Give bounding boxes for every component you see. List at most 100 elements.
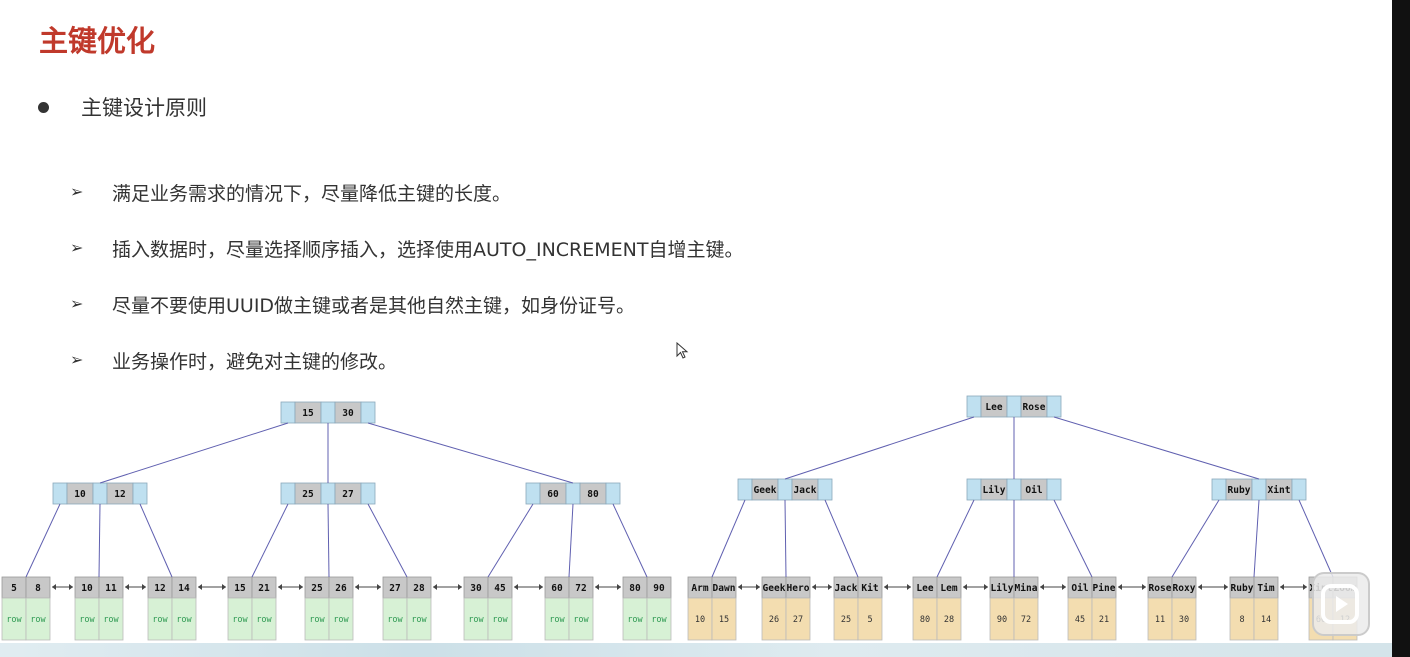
arrow-icon: ➢: [70, 296, 84, 313]
left-tree-leaf-node-key: 11: [105, 583, 117, 594]
right-tree-sibling-arrow: [1303, 584, 1307, 590]
left-tree-leaf-node-key: 60: [551, 583, 563, 594]
left-tree-leaf-node-row-cell: [328, 597, 354, 641]
left-tree-leaf-node-row-value: row: [152, 615, 168, 625]
bottom-decoration: [0, 643, 1392, 657]
right-tree-root-node-pointer: [1046, 395, 1062, 418]
right-tree-sibling-arrow: [812, 584, 816, 590]
left-tree-leaf-node-row-value: row: [176, 615, 192, 625]
right-tree-leaf-node-row-value: 80: [920, 615, 930, 625]
right-tree-internal-node-pointer: [1291, 478, 1307, 501]
left-tree-leaf-node-row-cell: [1, 597, 27, 641]
list-item: ➢ 尽量不要使用UUID做主键或者是其他自然主键，如身份证号。: [70, 276, 743, 332]
right-tree-internal-node-key: Geek: [754, 485, 777, 496]
right-tree-internal-node-key: Xint: [1268, 485, 1291, 496]
right-tree-leaf-node-key: Ruby: [1231, 583, 1254, 594]
left-tree-sibling-arrow: [433, 584, 437, 590]
list-item-text: 插入数据时，尽量选择顺序插入，选择使用AUTO_INCREMENT自增主键。: [112, 238, 744, 261]
right-tree-leaf-node-row-value: 10: [695, 615, 705, 625]
right-tree-leaf-node-row-value: 14: [1261, 615, 1271, 625]
right-tree-leaf-node-key: Lily: [991, 583, 1014, 594]
right-tree-leaf-node-row-cell: [1147, 597, 1173, 641]
right-tree-leaf-node-row-value: 26: [769, 615, 779, 625]
left-tree-sibling-arrow: [278, 584, 282, 590]
left-tree-root-node-key: 15: [302, 408, 314, 419]
right-tree-leaf-node-key: Geek: [763, 583, 786, 594]
left-tree-leaf-node-row-value: row: [492, 615, 508, 625]
left-tree-internal-node-pointer: [92, 482, 108, 505]
right-tree-leaf-node-row-cell: [989, 597, 1015, 641]
right-tree-internal-node-key: Oil: [1025, 485, 1042, 496]
right-tree-leaf-node-key: Hero: [787, 583, 810, 594]
left-tree-leaf-node-row-cell: [25, 597, 51, 641]
right-tree-edge: [711, 499, 746, 578]
right-tree-edge: [1253, 499, 1260, 578]
right-tree-internal-node-pointer: [1006, 478, 1022, 501]
right-tree-sibling-arrow: [828, 584, 832, 590]
right-tree-internal-node-pointer: [1251, 478, 1267, 501]
left-tree-leaf-node-row-value: row: [411, 615, 427, 625]
right-tree-root-node-pointer: [1006, 395, 1022, 418]
right-tree-leaf-node-row-value: 30: [1179, 615, 1189, 625]
left-tree-sibling-arrow: [514, 584, 518, 590]
left-tree-leaf-node-key: 15: [234, 583, 246, 594]
left-tree-leaf-node-row-cell: [406, 597, 432, 641]
left-tree-sibling-arrow: [617, 584, 621, 590]
arrow-icon: ➢: [70, 240, 84, 257]
left-tree-leaf-node-key: 72: [575, 583, 586, 594]
right-tree-internal-node-pointer: [966, 478, 982, 501]
left-tree-leaf-node-row-cell: [171, 597, 197, 641]
play-button[interactable]: [1312, 572, 1370, 636]
right-tree-leaf-node-key: Mina: [1015, 583, 1038, 594]
left-tree-leaf-node-key: 30: [470, 583, 482, 594]
left-tree-leaf-node-row-value: row: [651, 615, 667, 625]
right-tree-leaf-node-key: Roxy: [1173, 583, 1196, 594]
right-tree-internal-node-pointer: [1211, 478, 1227, 501]
right-tree-sibling-arrow: [738, 584, 742, 590]
right-tree-edge: [1171, 499, 1220, 578]
right-tree-edge: [936, 499, 975, 578]
left-tree-leaf-node-key: 28: [413, 583, 425, 594]
left-tree-edge: [568, 503, 574, 578]
list-item: ➢ 插入数据时，尽量选择顺序插入，选择使用AUTO_INCREMENT自增主键。: [70, 220, 743, 276]
right-tree-sibling-arrow: [963, 584, 967, 590]
left-tree-leaf-node-key: 80: [629, 583, 641, 594]
left-tree-leaf-node-row-value: row: [30, 615, 46, 625]
right-tree-leaf-node-row-cell: [936, 597, 962, 641]
right-tree-leaf-node-row-cell: [1013, 597, 1039, 641]
right-tree-leaf-node-key: Arm: [691, 583, 708, 594]
left-tree-leaf-node-row-cell: [487, 597, 513, 641]
left-tree-edge: [98, 503, 101, 578]
left-tree-internal-node-key: 27: [342, 489, 353, 500]
left-tree-leaf-node-row-value: row: [256, 615, 272, 625]
left-tree-internal-node-pointer: [605, 482, 621, 505]
right-tree-sibling-arrow: [1142, 584, 1146, 590]
right-tree-leaf-node-row-cell: [912, 597, 938, 641]
right-tree-sibling-arrow: [907, 584, 911, 590]
left-tree-leaf-node-key: 45: [494, 583, 506, 594]
left-tree-leaf-node-key: 8: [35, 583, 41, 594]
right-tree-leaf-node-row-value: 15: [719, 615, 729, 625]
right-tree-leaf-node-row-cell: [1171, 597, 1197, 641]
left-tree-sibling-arrow: [198, 584, 202, 590]
right-tree-leaf-node-key: Tim: [1257, 583, 1274, 594]
bullet-text: 主键设计原则: [81, 96, 207, 120]
right-tree-edge: [1298, 499, 1334, 578]
left-tree-leaf-node-key: 27: [389, 583, 400, 594]
left-tree-leaf-node-row-cell: [74, 597, 100, 641]
left-tree-leaf-node-key: 25: [311, 583, 323, 594]
right-tree-sibling-arrow: [1198, 584, 1202, 590]
left-tree-root-node-pointer: [280, 401, 296, 424]
list-item-text: 业务操作时，避免对主键的修改。: [112, 350, 398, 373]
right-tree-leaf-node-row-cell: [1091, 597, 1117, 641]
left-tree-leaf-node-row-value: row: [79, 615, 95, 625]
right-tree-internal-node-pointer: [777, 478, 793, 501]
left-tree-leaf-node-row-cell: [147, 597, 173, 641]
left-tree-leaf-node-row-value: row: [309, 615, 325, 625]
right-tree-internal-node-pointer: [1046, 478, 1062, 501]
principle-list: ➢ 满足业务需求的情况下，尽量降低主键的长度。 ➢ 插入数据时，尽量选择顺序插入…: [70, 164, 743, 388]
left-tree-sibling-arrow: [377, 584, 381, 590]
left-tree-sibling-arrow: [355, 584, 359, 590]
left-tree-leaf-node-row-cell: [544, 597, 570, 641]
slide-title: 主键优化: [39, 24, 156, 58]
